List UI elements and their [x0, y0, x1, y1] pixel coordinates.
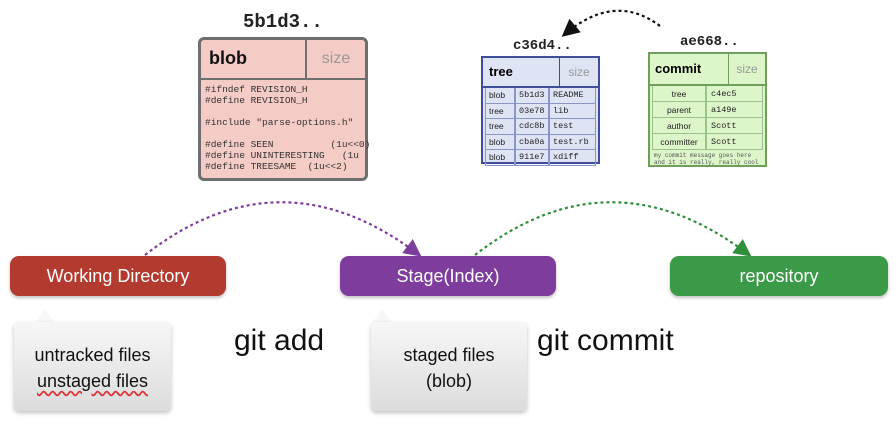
tree-size-label: size [559, 58, 598, 86]
tree-entry-type: blob [485, 88, 515, 104]
repository-pill: repository [670, 256, 888, 296]
commit-header: commit size [650, 54, 765, 86]
untracked-files-label: untracked files [34, 345, 151, 365]
tree-entry-name: README [549, 88, 596, 104]
git-add-label: git add [234, 324, 325, 357]
tree-entry-name: xdiff [549, 150, 596, 166]
commit-field-name: author [652, 118, 706, 134]
tree-entry-name: lib [549, 103, 596, 119]
working-directory-pill: Working Directory [10, 256, 226, 296]
stage-callout-notch [372, 309, 392, 323]
unstaged-files-text: unstaged files [36, 371, 149, 391]
commit-field-name: tree [652, 86, 706, 102]
blob-hash: 5b1d3.. [243, 11, 323, 33]
commit-type-label: commit [655, 61, 702, 76]
tree-entry-name: test.rb [549, 134, 596, 150]
commit-field-name: committer [652, 134, 706, 150]
commit-field-value: Scott [706, 118, 763, 134]
tree-hash: c36d4.. [513, 38, 572, 54]
git-commit-label: git commit [537, 324, 674, 357]
tree-entry-name: test [549, 119, 596, 135]
working-directory-callout-notch [35, 309, 55, 323]
tree-entry-sha: 911e7 [515, 150, 549, 166]
commit-field-name: parent [652, 102, 706, 118]
commit-field-value: a149e [706, 102, 763, 118]
commit-size-label: size [728, 54, 765, 84]
blob-object: blob size #ifndef REVISION_H #define REV… [198, 37, 371, 181]
commit-field-value: Scott [706, 134, 763, 150]
blob-header: blob size [201, 40, 365, 80]
commit-message: my commit message goes here and it is re… [654, 152, 759, 166]
tree-entry-type: tree [485, 119, 515, 135]
tree-entry-sha: 5b1d3 [515, 88, 549, 104]
staged-files-label: staged files [403, 345, 495, 365]
commit-hash: ae668.. [680, 34, 739, 50]
unstaged-files-label: unstaged files [14, 368, 171, 394]
tree-entry-type: blob [485, 150, 515, 166]
blob-size-label: size [305, 40, 365, 78]
tree-entry-sha: cdc8b [515, 119, 549, 135]
blob-type-label: blob [209, 48, 247, 68]
blob-label: (blob) [425, 371, 473, 391]
blob-content: #ifndef REVISION_H #define REVISION_H #i… [205, 84, 371, 172]
tree-entry-type: blob [485, 134, 515, 150]
tree-entry-sha: cba0a [515, 134, 549, 150]
tree-type-label: tree [489, 64, 513, 79]
tree-entry-sha: 03e78 [515, 103, 549, 119]
stage-callout: staged files (blob) [371, 322, 527, 411]
git-add-arrow [144, 201, 422, 257]
stage-index-pill: Stage(Index) [340, 256, 556, 296]
working-directory-callout: untracked files unstaged files [14, 322, 171, 411]
commit-field-value: c4ec5 [706, 86, 763, 102]
tree-header: tree size [483, 58, 598, 88]
commit-to-tree-arrow [561, 9, 661, 37]
tree-entry-type: tree [485, 103, 515, 119]
git-commit-arrow [474, 201, 752, 257]
